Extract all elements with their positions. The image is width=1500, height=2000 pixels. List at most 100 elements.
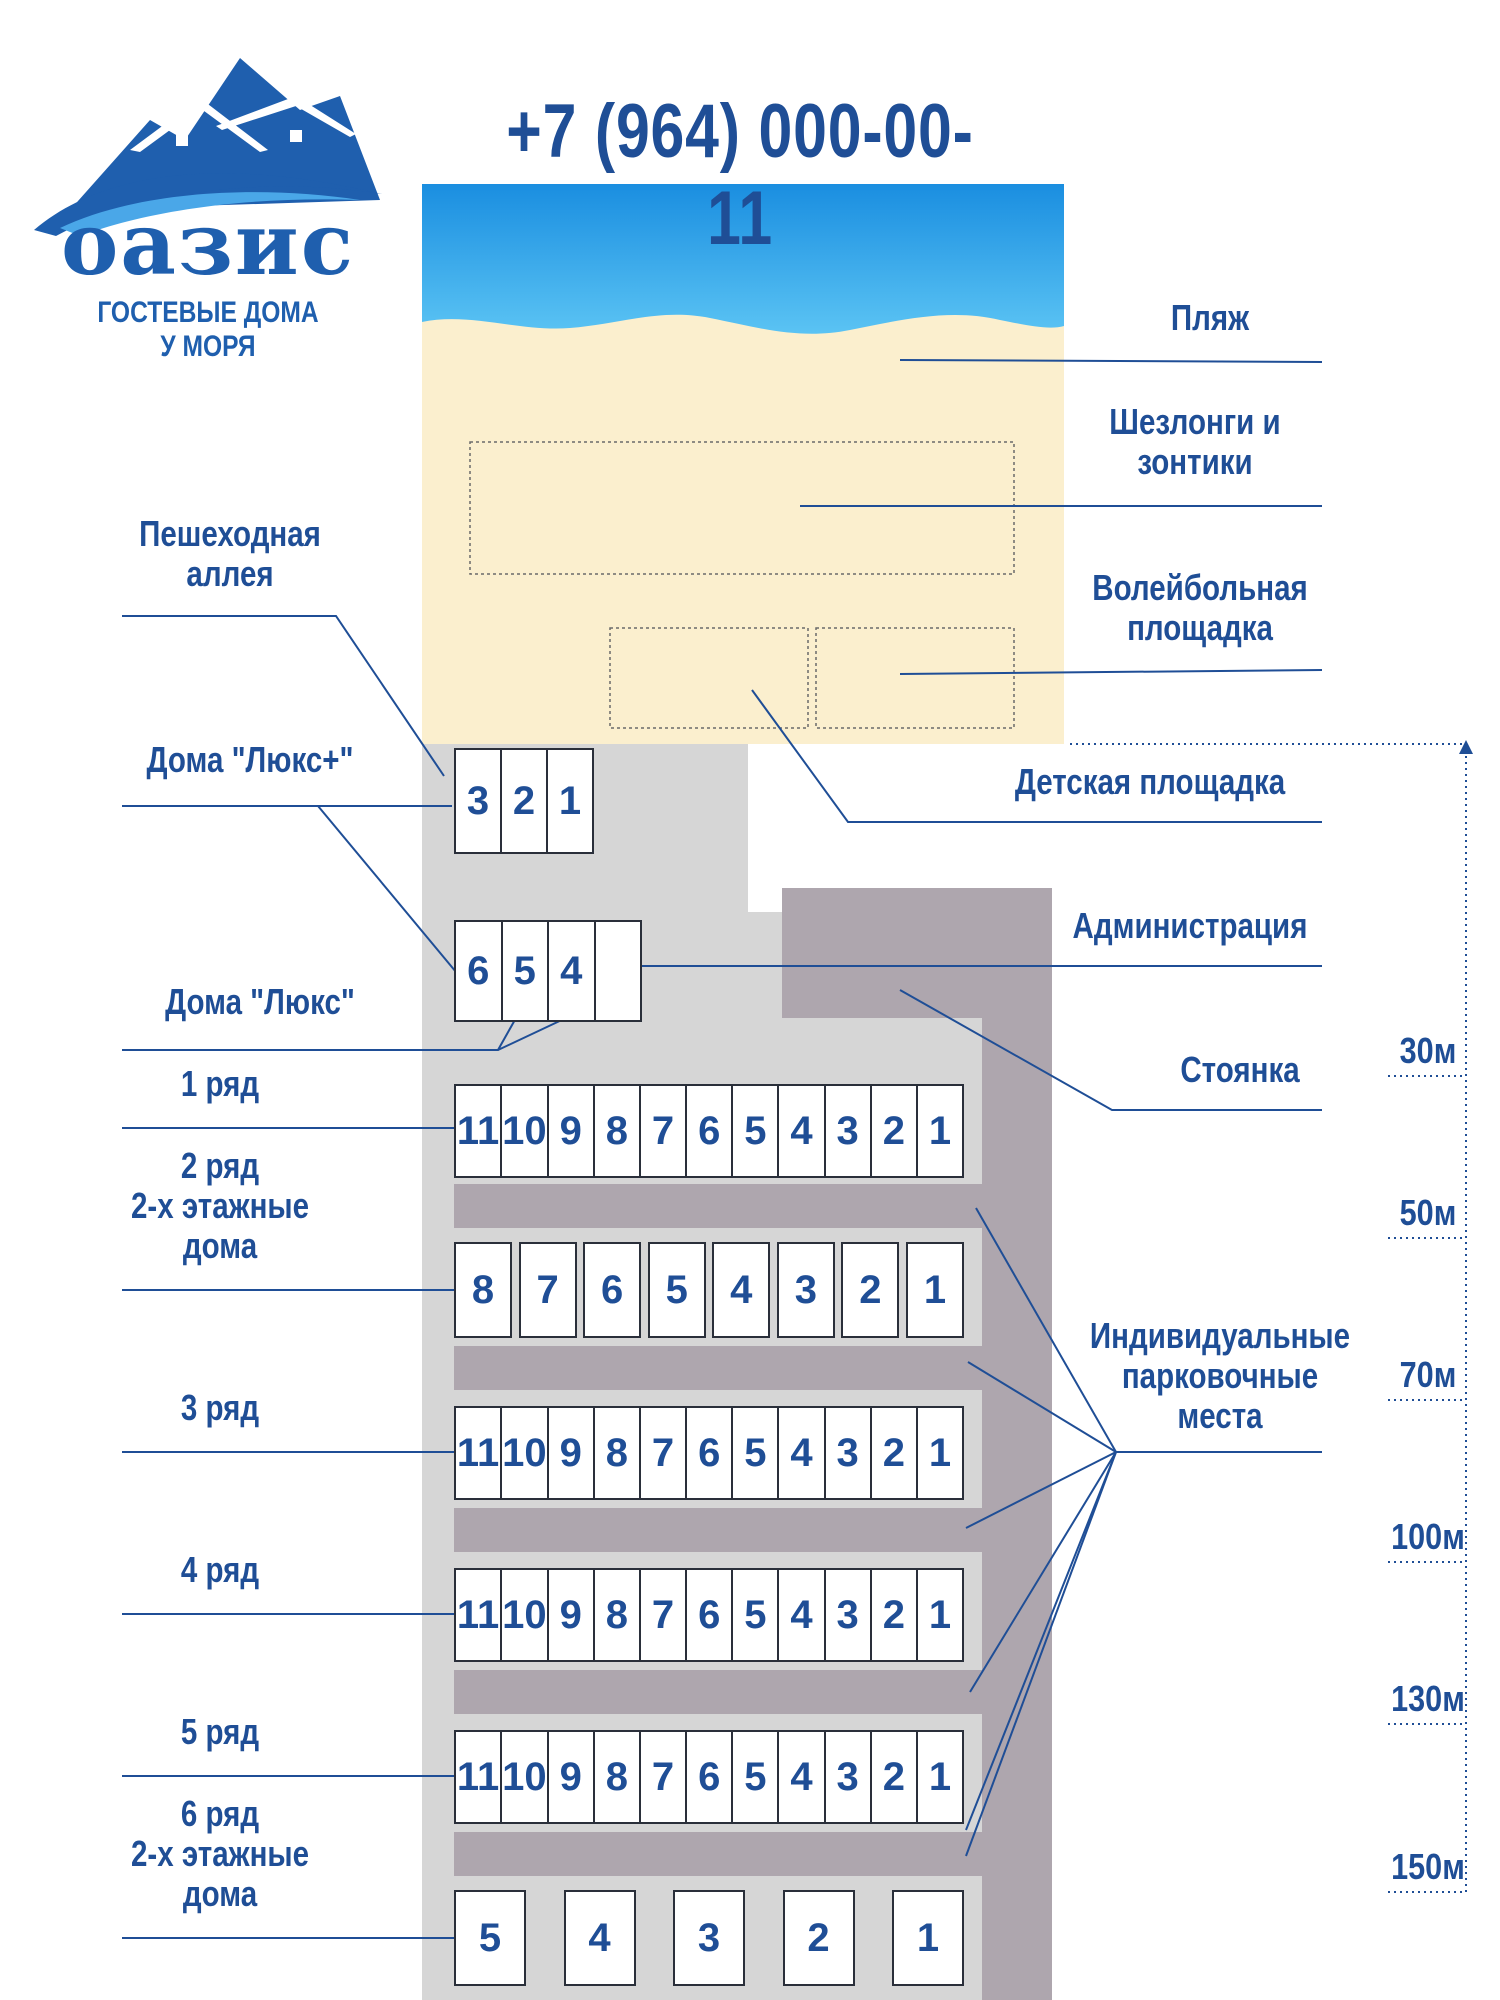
house-row4[interactable]: 7	[641, 1570, 688, 1660]
house-row3[interactable]: 3	[826, 1408, 872, 1498]
house-row4[interactable]: 8	[595, 1570, 641, 1660]
distance-100: 100м	[1391, 1516, 1465, 1557]
house-row5[interactable]: 9	[549, 1732, 595, 1822]
volleyball-zone	[815, 627, 1015, 729]
house-row3[interactable]: 8	[595, 1408, 641, 1498]
house-row3[interactable]: 10	[502, 1408, 549, 1498]
house-row4[interactable]: 11	[456, 1570, 503, 1660]
house-row5[interactable]: 7	[641, 1732, 688, 1822]
house-row3[interactable]: 4	[779, 1408, 826, 1498]
house-row3[interactable]: 6	[687, 1408, 734, 1498]
phone-number[interactable]: +7 (964) 000-00-11	[506, 89, 974, 261]
house-row4[interactable]: 4	[779, 1570, 826, 1660]
parking-area	[782, 888, 1052, 2000]
label-row-4: 4 ряд	[180, 1549, 260, 1590]
house-row5[interactable]: 10	[502, 1732, 549, 1822]
house-row2[interactable]: 8	[454, 1242, 512, 1338]
brand-tagline-2: У МОРЯ	[160, 330, 256, 363]
label-walkway: Пешеходная аллея	[139, 513, 321, 594]
parking-lane-2	[454, 1346, 982, 1390]
label-lux-plus: Дома "Люкс+"	[146, 739, 354, 780]
house-row4[interactable]: 1	[928, 1592, 952, 1637]
house-row1[interactable]: 1	[928, 1108, 952, 1153]
house-row1[interactable]: 2	[872, 1086, 918, 1176]
house-row1[interactable]: 11	[456, 1086, 503, 1176]
house-row3[interactable]: 7	[641, 1408, 688, 1498]
house-row2[interactable]: 6	[583, 1242, 642, 1338]
house-row2[interactable]: 5	[647, 1242, 706, 1338]
house-row5[interactable]: 8	[595, 1732, 641, 1822]
house-row3[interactable]: 1	[928, 1430, 952, 1475]
house-lux[interactable]: 6	[456, 922, 503, 1020]
house-row1[interactable]: 8	[595, 1086, 641, 1176]
house-row2[interactable]: 3	[776, 1242, 835, 1338]
loungers-zone	[469, 441, 1015, 575]
house-row1[interactable]: 5	[733, 1086, 780, 1176]
label-row-5: 5 ряд	[180, 1711, 260, 1752]
distance-150: 150м	[1391, 1846, 1465, 1887]
label-parking: Стоянка	[1180, 1049, 1300, 1090]
row-3-block: 11 10 9 8 7 6 5 4 3 2 1	[454, 1406, 964, 1500]
brand-tagline-1: ГОСТЕВЫЕ ДОМА	[97, 296, 319, 329]
house-row4[interactable]: 9	[549, 1570, 595, 1660]
lux-block: 6 5 4	[454, 920, 642, 1022]
house-row3[interactable]: 11	[456, 1408, 503, 1498]
house-row5[interactable]: 3	[826, 1732, 872, 1822]
house-row4[interactable]: 2	[872, 1570, 918, 1660]
brand-name: оазис	[60, 194, 356, 295]
house-row5[interactable]: 11	[456, 1732, 503, 1822]
logo: оазис ГОСТЕВЫЕ ДОМА У МОРЯ	[28, 200, 388, 364]
house-row1[interactable]: 3	[826, 1086, 872, 1176]
house-row4[interactable]: 3	[826, 1570, 872, 1660]
house-lux-plus[interactable]: 2	[502, 750, 548, 852]
house-row1[interactable]: 10	[502, 1086, 549, 1176]
house-row5[interactable]: 6	[687, 1732, 734, 1822]
house-row5[interactable]: 5	[733, 1732, 780, 1822]
house-row1[interactable]: 7	[641, 1086, 688, 1176]
house-row6[interactable]: 3	[673, 1890, 745, 1986]
label-administration: Администрация	[1072, 905, 1308, 946]
parking-lane-4	[454, 1670, 982, 1714]
beach-sand	[422, 314, 1064, 744]
house-row4[interactable]: 10	[502, 1570, 549, 1660]
administration-building[interactable]	[596, 922, 641, 1020]
label-volleyball: Волейбольная площадка	[1092, 567, 1308, 648]
house-row6[interactable]: 4	[563, 1890, 636, 1986]
house-row4[interactable]: 5	[733, 1570, 780, 1660]
playground-zone	[609, 627, 809, 729]
house-lux-plus[interactable]: 1	[558, 778, 582, 823]
distance-70: 70м	[1399, 1354, 1457, 1395]
house-lux[interactable]: 5	[503, 922, 549, 1020]
label-playground: Детская площадка	[1014, 761, 1286, 802]
house-row6[interactable]: 1	[892, 1890, 964, 1986]
house-lux[interactable]: 4	[549, 922, 596, 1020]
label-beach: Пляж	[1170, 297, 1250, 338]
logo-graphic	[34, 58, 382, 236]
house-row5[interactable]: 4	[779, 1732, 826, 1822]
distance-50: 50м	[1399, 1192, 1457, 1233]
parking-lane-5	[454, 1832, 982, 1876]
house-row3[interactable]: 2	[872, 1408, 918, 1498]
house-row3[interactable]: 9	[549, 1408, 595, 1498]
house-lux-plus[interactable]: 3	[456, 750, 502, 852]
house-row6[interactable]: 2	[782, 1890, 855, 1986]
label-individual-parking: Индивидуальные парковочные места	[1089, 1315, 1351, 1436]
house-row1[interactable]: 4	[779, 1086, 826, 1176]
house-row2[interactable]: 1	[905, 1242, 964, 1338]
house-row6[interactable]: 5	[454, 1890, 526, 1986]
house-row5[interactable]: 2	[872, 1732, 918, 1822]
house-row2[interactable]: 2	[841, 1242, 900, 1338]
label-row-3: 3 ряд	[180, 1387, 260, 1428]
distance-scale	[1070, 743, 1467, 1893]
label-row-1: 1 ряд	[180, 1063, 260, 1104]
house-row2[interactable]: 4	[712, 1242, 771, 1338]
house-row1[interactable]: 6	[687, 1086, 734, 1176]
house-row5[interactable]: 1	[928, 1754, 952, 1799]
house-row2[interactable]: 7	[518, 1242, 577, 1338]
house-row3[interactable]: 5	[733, 1408, 780, 1498]
house-row1[interactable]: 9	[549, 1086, 595, 1176]
house-row4[interactable]: 6	[687, 1570, 734, 1660]
distance-30: 30м	[1399, 1030, 1457, 1071]
label-row-2: 2 ряд 2-х этажные дома	[130, 1145, 310, 1266]
